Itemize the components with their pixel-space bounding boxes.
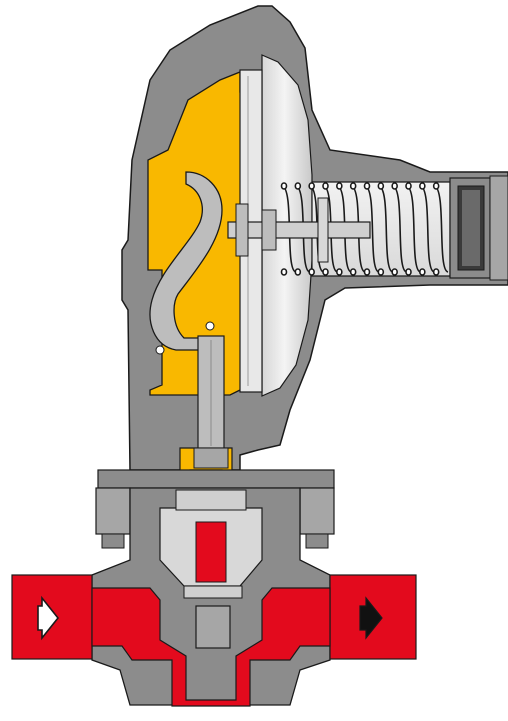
body-gas-passage <box>91 587 331 707</box>
spring-coil-top <box>294 182 302 190</box>
spring-coil-bottom <box>322 268 329 276</box>
spring-coil-bottom <box>280 268 288 276</box>
spring-coil-bottom <box>363 268 371 276</box>
spring-coil-top <box>308 182 315 190</box>
outlet-arrow-icon <box>359 596 383 640</box>
lever-pin <box>205 321 215 331</box>
lever-pivot <box>155 345 165 355</box>
valve-stem-horizontal <box>201 197 371 263</box>
spring-coil-bottom <box>391 268 398 276</box>
spring-coil-bottom <box>294 268 302 276</box>
spring-coil-top <box>336 182 343 190</box>
spring-coil-top <box>405 182 412 190</box>
spring-coil-bottom <box>432 268 440 276</box>
spring-coil-bottom <box>308 268 315 276</box>
spring-coil-top <box>280 182 288 190</box>
spring-coil-bottom <box>377 268 385 276</box>
spring-coil-bottom <box>336 268 343 276</box>
spring-coil-top <box>349 182 357 190</box>
push-rod <box>193 335 229 469</box>
spring-coil-top <box>432 182 440 190</box>
spring-coil-bottom <box>419 268 426 276</box>
spring-coil-bottom <box>405 268 412 276</box>
spring-coil-top <box>322 182 329 190</box>
spring-coil-top <box>363 182 371 190</box>
inlet-arrow-icon <box>37 595 60 641</box>
spring-coil-top <box>391 182 398 190</box>
spring-coil-bottom <box>349 268 357 276</box>
body-flanges <box>95 469 335 549</box>
spring-coil-top <box>419 182 426 190</box>
bottom-plug <box>195 605 231 649</box>
main-spring <box>280 182 449 276</box>
seat-gas-core <box>195 521 227 583</box>
spring-coil-top <box>377 182 385 190</box>
